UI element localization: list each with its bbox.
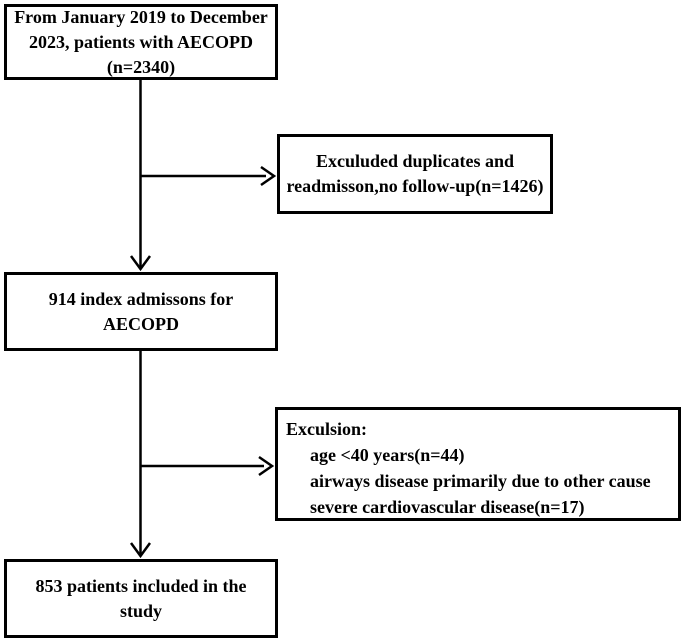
- box-text-line: 853 patients included in the: [35, 575, 247, 596]
- box-text-line: Exculuded duplicates and: [315, 151, 515, 171]
- exclusion-title: Exculsion:: [286, 419, 368, 439]
- box-text-line: readmisson,no follow-up(n=1426): [286, 176, 544, 196]
- box-text-line: 914 index admissons for: [48, 288, 234, 309]
- exclusion-item: airways disease primarily due to other c…: [310, 471, 651, 491]
- box-text-line: From January 2019 to December: [14, 6, 268, 27]
- box-text-line: 2023, patients with AECOPD: [28, 31, 253, 52]
- box-enrolled-patients: From January 2019 to December 2023, pati…: [4, 4, 278, 80]
- box-text-line: AECOPD: [103, 313, 179, 334]
- box-index-admissions: 914 index admissons for AECOPD: [4, 272, 278, 351]
- box-text-line: (n=2340): [106, 56, 176, 77]
- box-included-patients: 853 patients included in the study: [4, 559, 278, 638]
- box-text-line: study: [119, 600, 163, 621]
- arrowhead-down-included: [129, 542, 152, 559]
- arrowhead-right-exclusion: [258, 455, 275, 477]
- arrowhead-right-excluded1: [260, 165, 277, 187]
- exclusion-item: severe cardiovascular disease(n=17): [310, 497, 585, 517]
- exclusion-item: age <40 years(n=44): [310, 445, 465, 465]
- arrowhead-down-index: [129, 255, 152, 272]
- box-excluded-duplicates: Exculuded duplicates and readmisson,no f…: [277, 134, 553, 214]
- box-exclusion-criteria: Exculsion: age <40 years(n=44) airways d…: [275, 407, 681, 521]
